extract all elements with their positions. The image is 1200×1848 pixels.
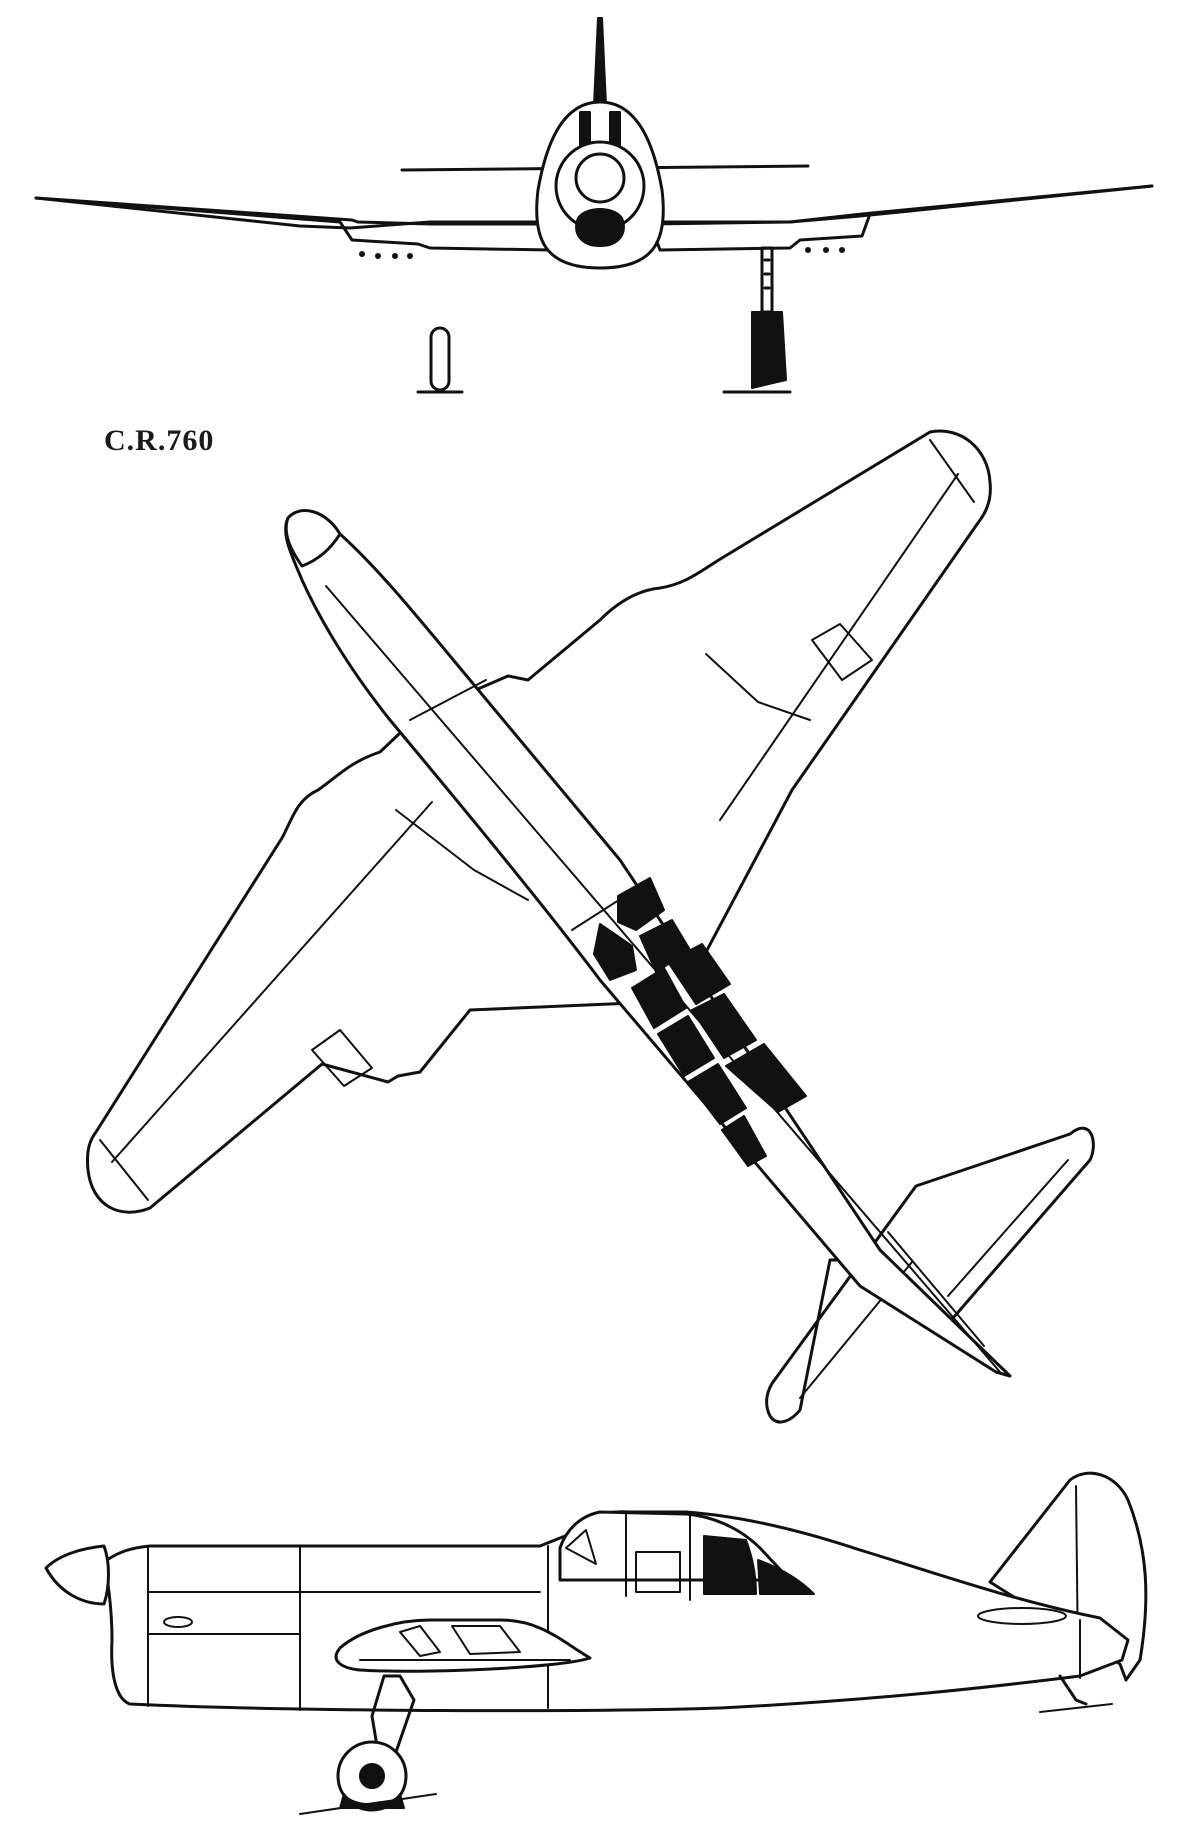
front-fin	[593, 17, 607, 106]
front-canopy-frame-r	[609, 111, 621, 146]
front-wing-root-left	[34, 196, 562, 230]
side-gear-hub	[359, 1763, 385, 1789]
front-spinner	[574, 152, 626, 204]
front-gear-strut	[760, 246, 774, 314]
plan-wing-tip-left	[99, 1139, 149, 1201]
front-view	[34, 17, 1154, 394]
side-wing-fairing-window	[399, 1625, 441, 1657]
plan-fuselage-frame-1	[409, 679, 487, 721]
side-canopy-window-rear-1	[703, 1535, 757, 1595]
side-ground-line-1	[299, 1793, 437, 1815]
front-wing-root-right	[648, 184, 1154, 224]
side-exhaust-oval	[163, 1616, 193, 1628]
plan-rudder	[887, 1231, 985, 1347]
side-canopy-window-rear-2	[757, 1559, 815, 1595]
side-canopy-window-front	[565, 1529, 597, 1565]
front-wing-details	[359, 247, 845, 259]
side-ground-line-2	[1039, 1703, 1113, 1713]
side-tail-oval	[977, 1607, 1067, 1625]
plan-aileron-left	[311, 1029, 373, 1087]
plan-aileron-right	[811, 623, 873, 681]
plan-elevator-right	[947, 1159, 1069, 1297]
plan-view	[86, 429, 1095, 1424]
side-tailwheel	[1058, 1674, 1088, 1706]
plan-flap-right	[705, 653, 811, 721]
side-canopy-window-mid	[635, 1551, 681, 1593]
side-spinner	[44, 1544, 110, 1606]
front-wing-right	[648, 184, 1154, 252]
side-gear-tyre	[339, 1793, 405, 1809]
plan-wing-panel-line-right	[719, 473, 959, 821]
front-tailwheel	[429, 326, 451, 392]
plan-wing-leading-line	[929, 439, 975, 503]
front-canopy-frame	[579, 111, 591, 146]
plan-wing-panel-line-left	[111, 801, 433, 1163]
side-wing-fairing-window-2	[451, 1625, 521, 1655]
plan-cockpit	[593, 877, 807, 1167]
plan-flap-left	[395, 809, 529, 901]
side-view	[44, 1471, 1148, 1815]
plan-spinner	[284, 509, 342, 568]
front-gear-wheel	[751, 311, 787, 389]
aircraft-designation: C.R.760	[104, 424, 215, 457]
front-air-intake	[575, 208, 625, 247]
